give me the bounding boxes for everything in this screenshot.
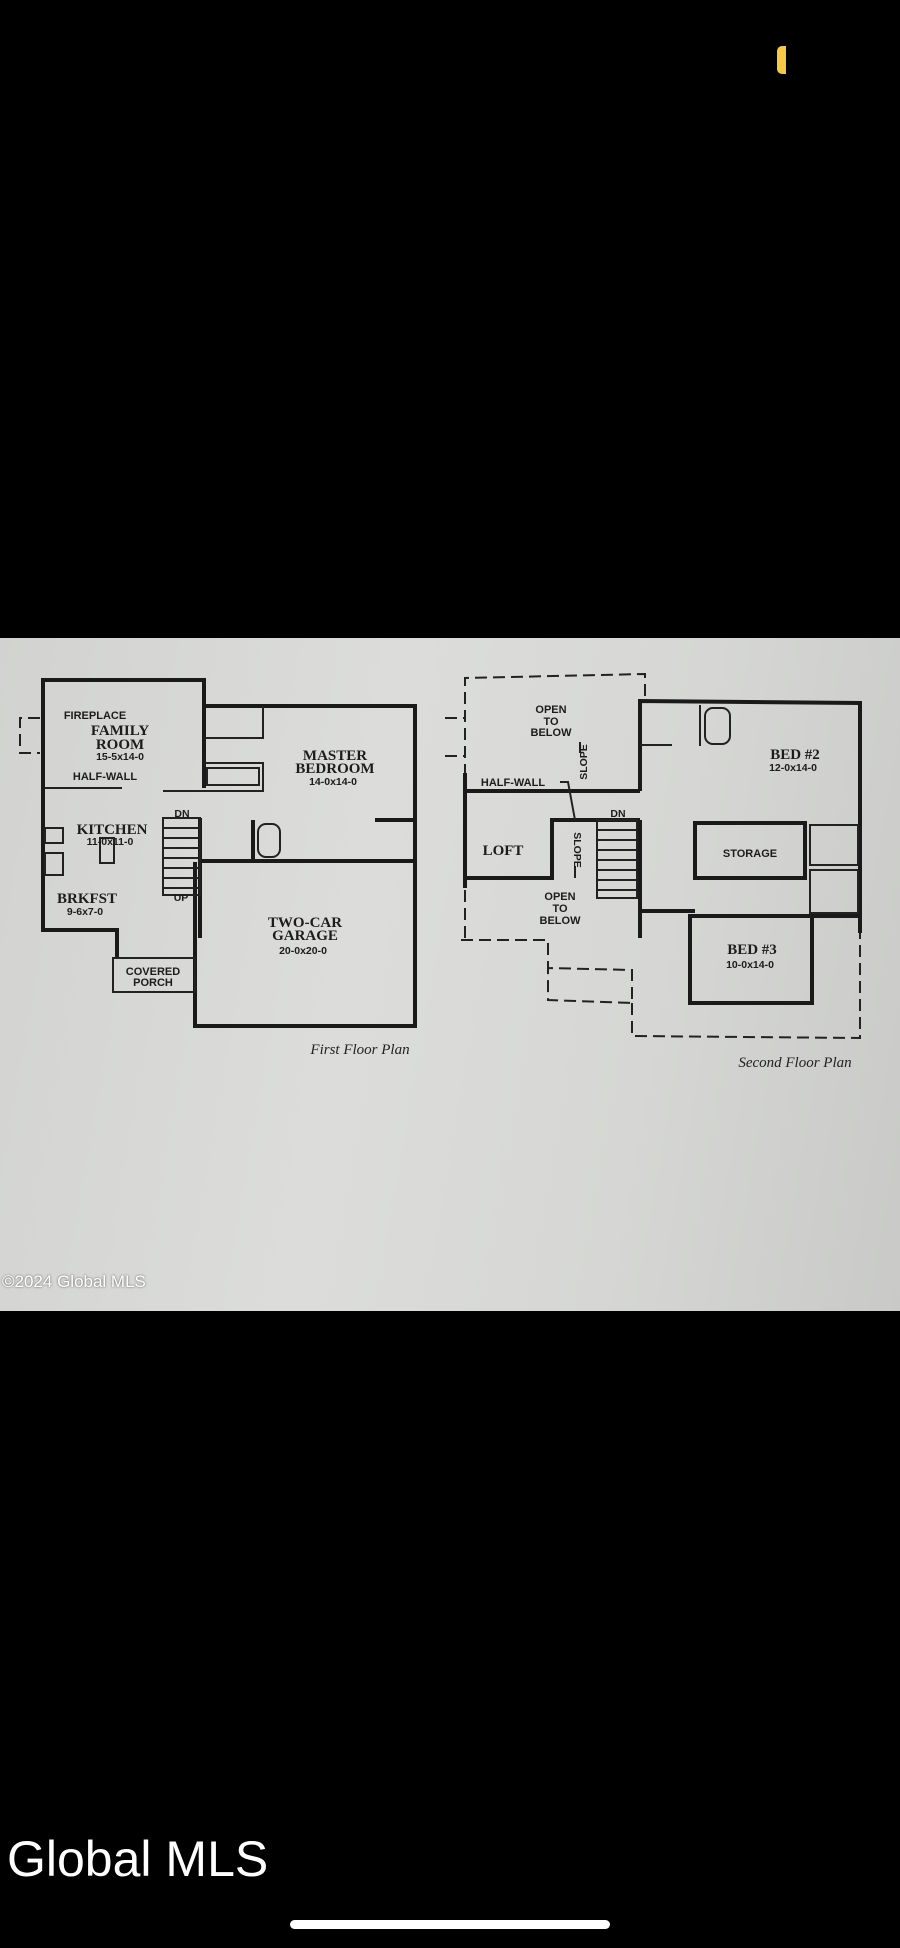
floor-plan-photo[interactable]: FIREPLACE FAMILY ROOM 15-5x14-0 HALF-WAL… xyxy=(0,638,900,1311)
second-floor-labels: OPEN TO BELOW SLOPE HALF-WALL LOFT SLOPE… xyxy=(481,704,852,1071)
label-storage: STORAGE xyxy=(723,848,777,860)
label-below-2: BELOW xyxy=(540,915,582,927)
status-indicator-pill xyxy=(777,46,786,74)
label-fireplace: FIREPLACE xyxy=(64,710,126,722)
label-garage: TWO-CAR xyxy=(268,915,342,931)
dim-master: 14-0x14-0 xyxy=(309,776,357,788)
dim-family-room: 15-5x14-0 xyxy=(96,751,144,763)
source-label: Global MLS xyxy=(7,1831,269,1887)
label-up: UP xyxy=(174,892,189,904)
label-garage-2: GARAGE xyxy=(272,928,338,944)
label-covered: COVERED xyxy=(126,966,180,978)
dim-kitchen: 11-0x11-0 xyxy=(87,836,134,848)
label-slope-down: SLOPE xyxy=(571,832,583,868)
caption-second-floor: Second Floor Plan xyxy=(738,1055,851,1071)
floor-plan-drawing: FIREPLACE FAMILY ROOM 15-5x14-0 HALF-WAL… xyxy=(19,672,862,1071)
label-family-room: FAMILY xyxy=(91,723,150,739)
label-brkfst: BRKFST xyxy=(57,891,117,907)
label-below-1: BELOW xyxy=(531,727,573,739)
caption-first-floor: First Floor Plan xyxy=(309,1042,409,1058)
label-to-1: TO xyxy=(543,716,559,728)
second-floor-walls xyxy=(445,672,862,1040)
label-kitchen: KITCHEN xyxy=(77,822,148,838)
label-master: MASTER xyxy=(303,748,367,764)
label-half-wall: HALF-WALL xyxy=(73,771,137,783)
label-open-2: OPEN xyxy=(544,891,575,903)
label-loft: LOFT xyxy=(483,843,524,859)
dim-brkfst: 9-6x7-0 xyxy=(67,906,103,918)
dim-bed3: 10-0x14-0 xyxy=(726,959,774,971)
label-bed2: BED #2 xyxy=(770,747,820,763)
dim-bed2: 12-0x14-0 xyxy=(769,762,817,774)
stair-treads xyxy=(163,827,200,889)
first-floor-labels: FIREPLACE FAMILY ROOM 15-5x14-0 HALF-WAL… xyxy=(57,710,410,1058)
label-bedroom: BEDROOM xyxy=(295,761,374,777)
label-open-1: OPEN xyxy=(535,704,566,716)
label-bed3: BED #3 xyxy=(727,942,777,958)
label-family-room-2: ROOM xyxy=(96,737,144,753)
label-half-wall-2: HALF-WALL xyxy=(481,777,545,789)
dim-garage: 20-0x20-0 xyxy=(279,945,327,957)
label-dn: DN xyxy=(174,808,189,820)
label-porch: PORCH xyxy=(133,977,173,989)
label-slope-up: SLOPE xyxy=(578,744,590,780)
home-indicator[interactable] xyxy=(290,1920,610,1929)
first-floor-walls xyxy=(19,678,417,1028)
copyright-watermark: ©2024 Global MLS xyxy=(2,1272,146,1291)
stair-treads-2 xyxy=(597,829,637,891)
label-to-2: TO xyxy=(552,903,568,915)
label-dn-2: DN xyxy=(610,808,625,820)
